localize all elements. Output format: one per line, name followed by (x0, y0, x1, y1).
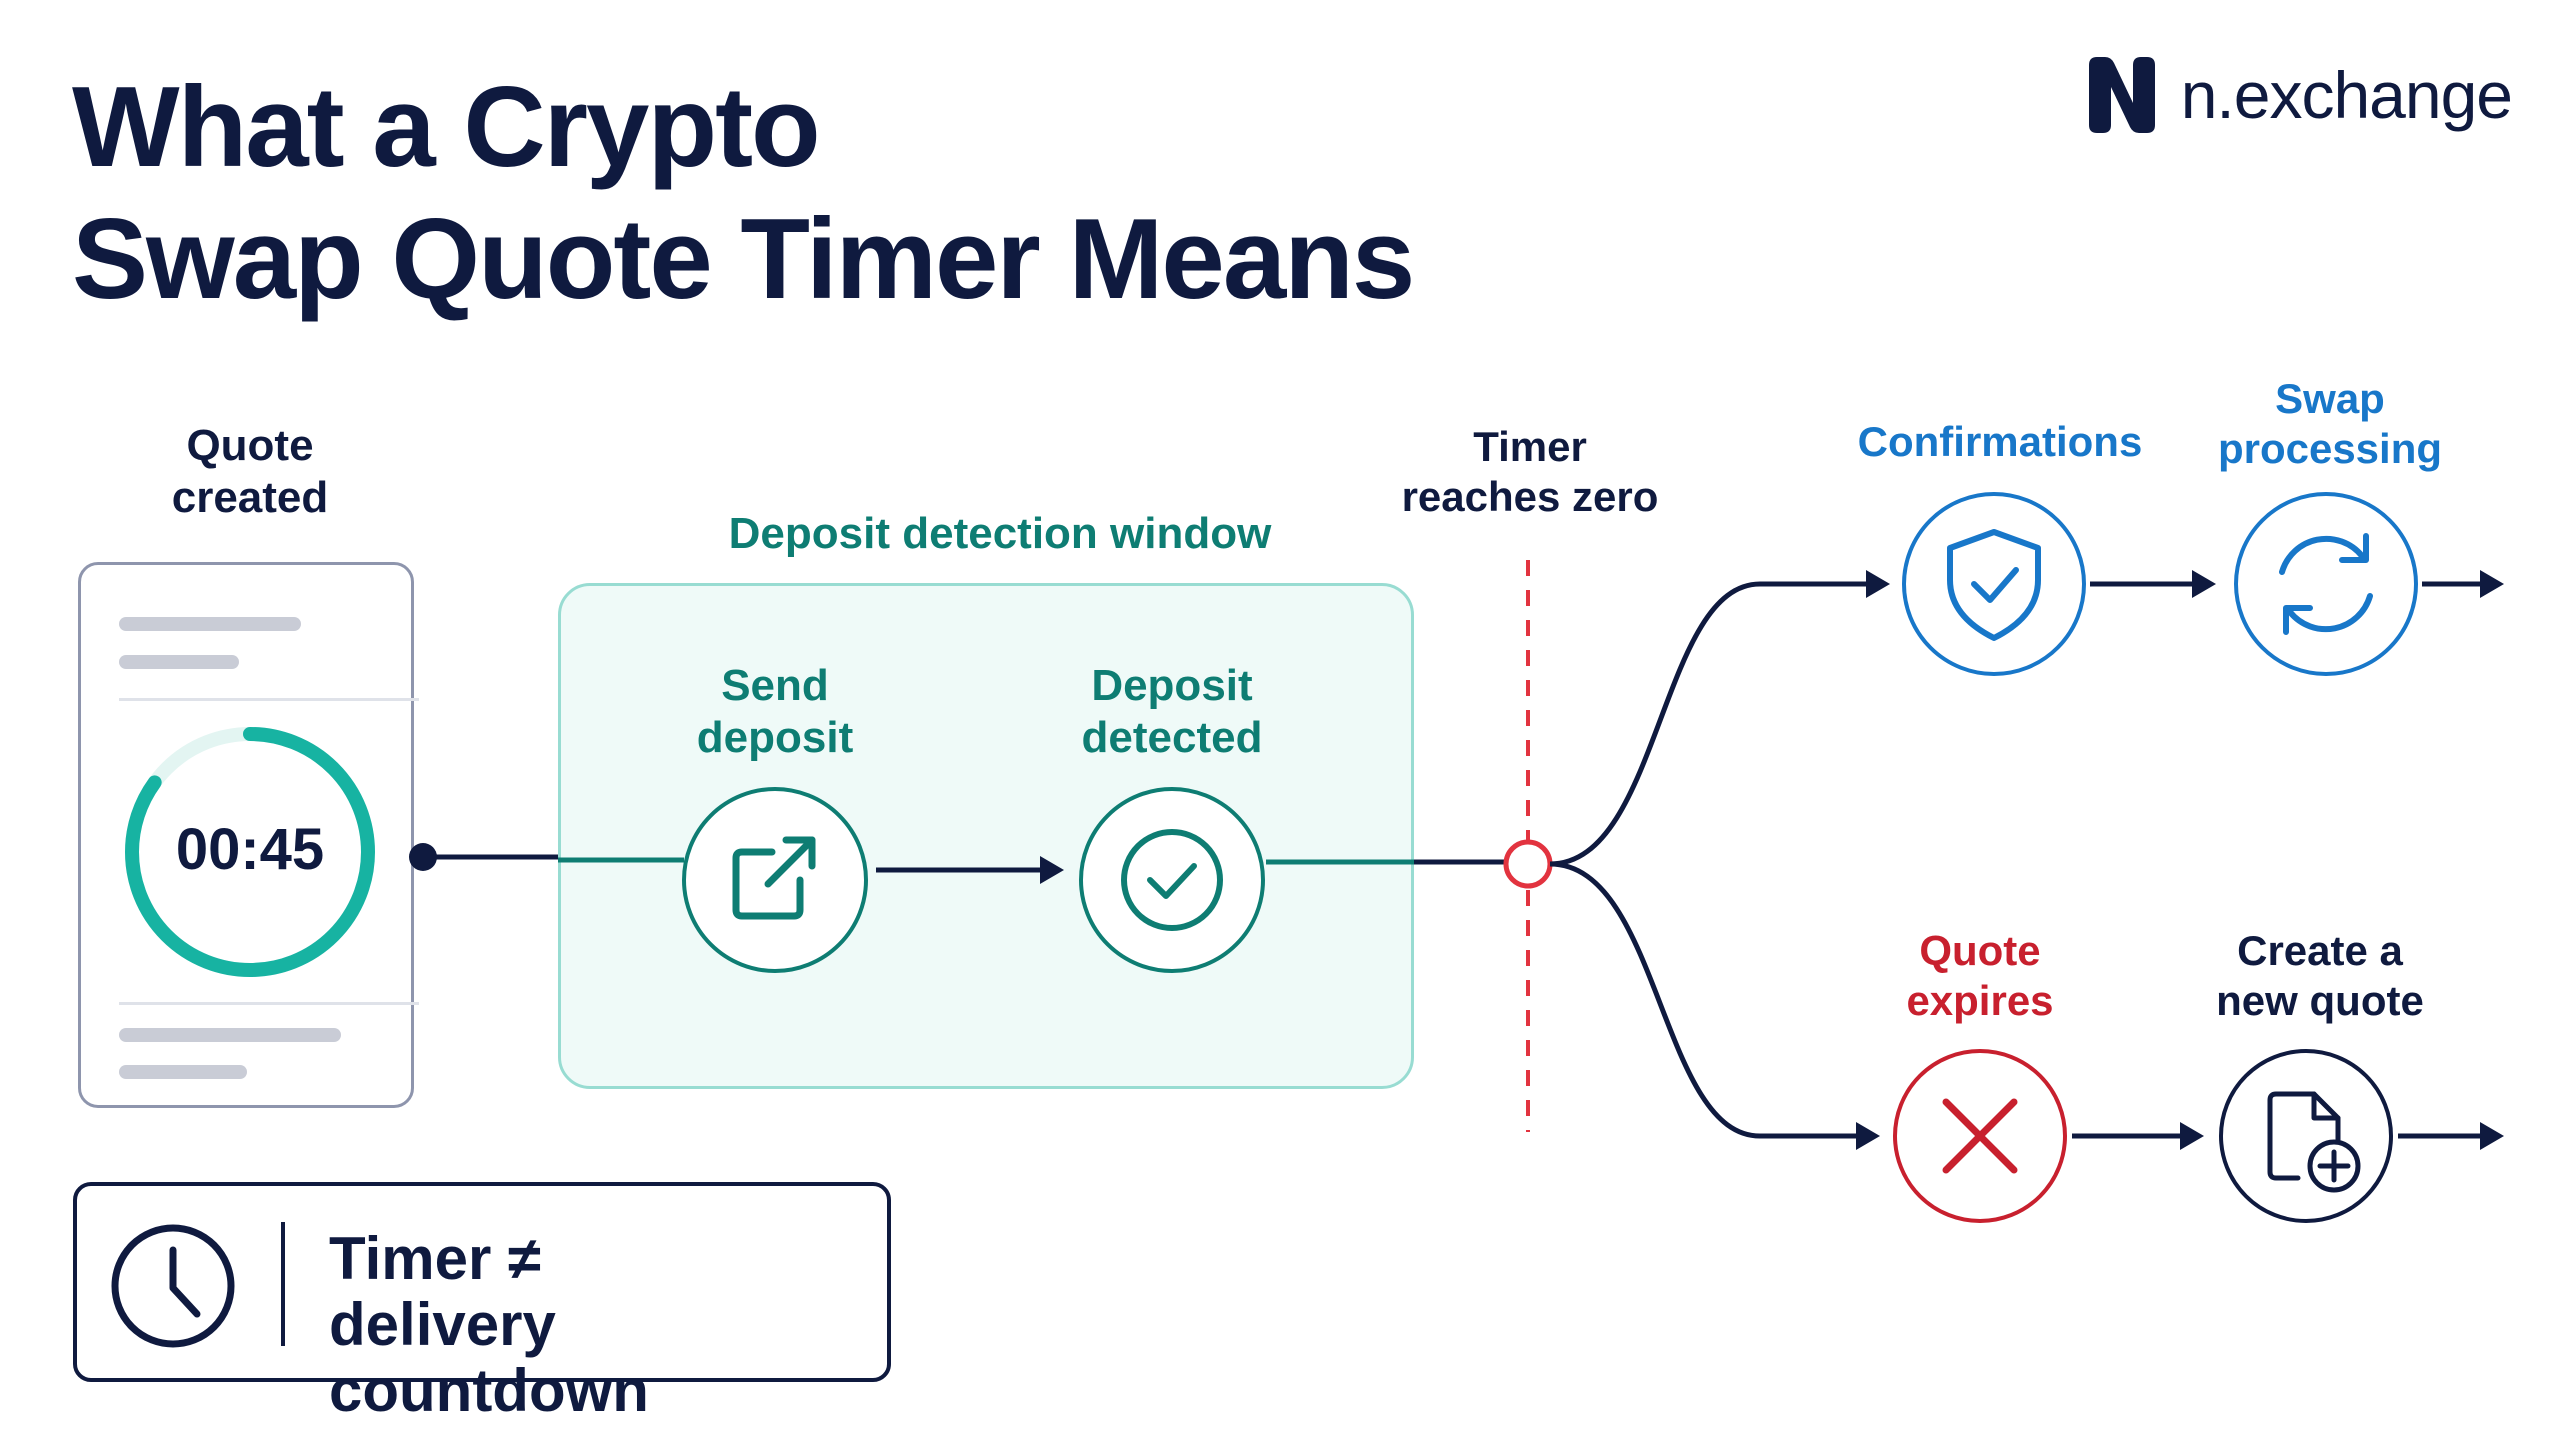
send-deposit-line-1: Send (721, 661, 829, 710)
branch-curves (1549, 570, 1890, 1150)
quote-timer-value: 00:45 (175, 817, 325, 882)
send-deposit-label: Send deposit (655, 660, 895, 764)
placeholder-bar (119, 1028, 341, 1042)
title-line-2: Swap Quote Timer Means (72, 196, 1415, 323)
quote-expires-line-2: expires (1906, 977, 2054, 1024)
deposit-detected-label: Deposit detected (1042, 660, 1302, 764)
refresh-icon (2279, 533, 2373, 635)
title-line-1: What a Crypto (72, 64, 821, 191)
note-line-2: delivery countdown (329, 1291, 649, 1424)
timer-zero-line-2: reaches zero (1401, 473, 1659, 520)
new-quote-node (2219, 1049, 2393, 1223)
x-icon (1942, 1098, 2018, 1174)
placeholder-bar (119, 655, 239, 669)
top-exit-arrow (2422, 570, 2504, 598)
deposit-detected-line-1: Deposit (1091, 661, 1253, 710)
timer-note-box: Timer ≠ delivery countdown (73, 1182, 891, 1424)
swap-processing-label: Swap processing (2190, 374, 2470, 474)
send-deposit-line-2: deposit (696, 713, 854, 762)
main-flow-line (409, 843, 1512, 884)
quote-expires-label: Quote expires (1860, 926, 2100, 1026)
confirmations-node (1902, 492, 2086, 676)
quote-expires-line-1: Quote (1919, 927, 2041, 974)
timer-zero-line-1: Timer (1473, 423, 1587, 470)
card-divider (119, 698, 419, 701)
external-link-icon (732, 836, 816, 920)
deposit-detected-node (1079, 787, 1265, 973)
shield-check-icon (1947, 529, 2041, 641)
file-plus-icon (2267, 1091, 2361, 1193)
brand-name: n.exchange (2180, 58, 2513, 132)
quote-created-line-2: created (171, 473, 329, 522)
card-divider (119, 1002, 419, 1005)
check-circle-icon (1121, 829, 1223, 931)
top-connector (2090, 570, 2216, 598)
placeholder-bar (119, 617, 301, 631)
note-line-1: Timer ≠ (329, 1225, 541, 1292)
note-divider (281, 1222, 285, 1346)
n-logo-icon (2088, 57, 2155, 133)
deposit-detected-line-2: detected (1081, 713, 1263, 762)
clock-icon (111, 1224, 235, 1348)
confirmations-label: Confirmations (1857, 418, 2143, 465)
bottom-connector (2072, 1122, 2204, 1150)
quote-created-label: Quote created (140, 420, 360, 524)
timer-reaches-zero-label: Timer reaches zero (1380, 422, 1680, 522)
new-quote-label: Create a new quote (2180, 926, 2460, 1026)
bottom-exit-arrow (2398, 1122, 2504, 1150)
brand-logo: n.exchange (2083, 50, 2513, 140)
placeholder-bar (119, 1065, 247, 1079)
new-quote-line-2: new quote (2216, 977, 2424, 1024)
quote-created-line-1: Quote (186, 421, 314, 470)
note-text: Timer ≠ delivery countdown (329, 1226, 887, 1424)
swap-processing-node (2234, 492, 2418, 676)
new-quote-line-1: Create a (2237, 927, 2403, 974)
swap-processing-line-1: Swap (2275, 375, 2385, 422)
deposit-window-label: Deposit detection window (728, 509, 1272, 558)
timer-zero-marker (1503, 560, 1553, 1132)
timer-ring (125, 727, 375, 977)
page-title: What a Crypto Swap Quote Timer Means (72, 62, 1415, 326)
swap-processing-line-2: processing (2217, 425, 2443, 472)
